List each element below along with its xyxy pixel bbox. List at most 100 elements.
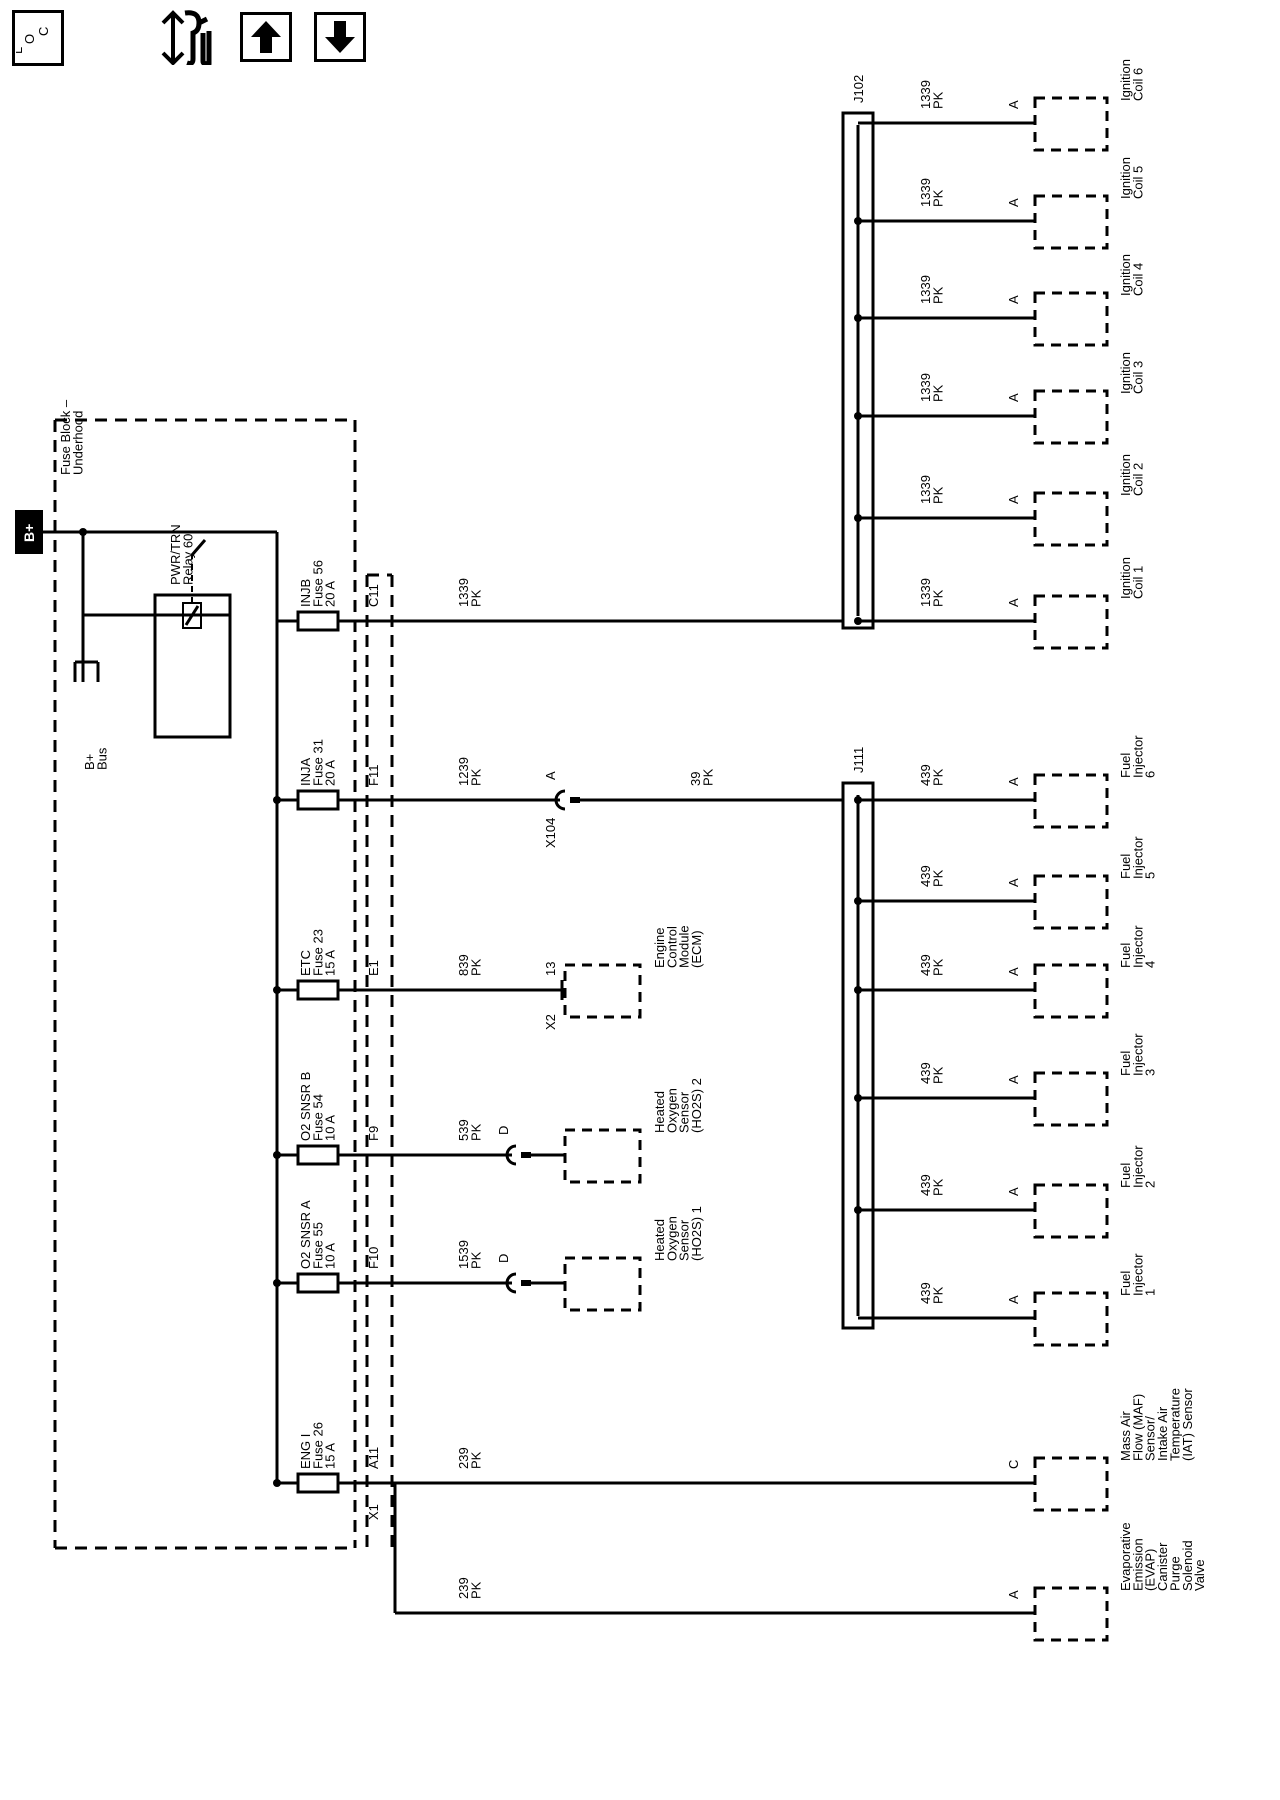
fuel-injector-4-label: FuelInjector4 xyxy=(1118,925,1158,968)
ho2s-2-wire-label: 539PK xyxy=(456,1119,483,1141)
fuel-injector-6-label: FuelInjector6 xyxy=(1118,735,1158,778)
bplus-splice xyxy=(79,528,87,536)
fuel-injector-5-label: FuelInjector5 xyxy=(1118,836,1158,879)
ignition-coil-2-wire-label: 1339PK xyxy=(918,475,945,504)
j111-entry-dot xyxy=(854,796,862,804)
fuel-injector-1-pin-label: A xyxy=(1006,1295,1021,1304)
fuse-injb xyxy=(296,610,340,632)
bplus-bus-label: B+Bus xyxy=(82,747,109,770)
j102-splice-dot xyxy=(854,412,862,420)
ho2s-2-connector xyxy=(505,1144,517,1166)
ho2s-1-pin-label: D xyxy=(496,1254,511,1263)
fuse-label-etc: ETCFuse 2315 A xyxy=(298,929,338,976)
fuse-label-engi: ENG IFuse 2615 A xyxy=(298,1422,338,1469)
splice-j102-label: J102 xyxy=(851,75,866,103)
component-locator-button[interactable] xyxy=(155,10,225,65)
ho2s-1-box xyxy=(563,1256,642,1312)
relay-label: PWR/TRNRelay 60 xyxy=(168,524,195,585)
splice-j111 xyxy=(841,781,875,1330)
wire-label-maf: 239PK xyxy=(456,1447,483,1469)
ignition-coil-4-wire-label: 1339PK xyxy=(918,275,945,304)
ho2s-1-connector xyxy=(505,1272,517,1294)
loc-letter-c: C xyxy=(36,27,51,36)
terminal-label-o2a: F10 xyxy=(366,1247,381,1269)
ecm-box xyxy=(563,963,642,1019)
fuel-injector-3-wire-label: 439PK xyxy=(918,1062,945,1084)
ho2s-2-label: HeatedOxygenSensor(HO2S) 2 xyxy=(652,1078,704,1133)
fuse-bus-dot xyxy=(273,796,281,804)
fuel-injector-2-pin-label: A xyxy=(1006,1187,1021,1196)
fuel-injector-4-wire-label: 439PK xyxy=(918,954,945,976)
ignition-coil-5-pin-label: A xyxy=(1006,198,1021,207)
fuse-bus-dot xyxy=(273,1279,281,1287)
ho2s-2-connector-pin xyxy=(521,1152,531,1158)
splice-j102 xyxy=(841,111,875,630)
page-down-button[interactable] xyxy=(314,12,366,62)
ignition-coil-2-pin-label: A xyxy=(1006,495,1021,504)
fuel-injector-1-label: FuelInjector1 xyxy=(1118,1253,1158,1296)
x104-connector xyxy=(554,789,566,811)
fuse-label-inja: INJAFuse 3120 A xyxy=(298,739,338,786)
loc-letter-l: L xyxy=(16,47,25,54)
j102-splice-dot xyxy=(854,514,862,522)
wire-label-etc: 839PK xyxy=(456,954,483,976)
ho2s-1-label: HeatedOxygenSensor(HO2S) 1 xyxy=(652,1206,704,1261)
j102-entry-dot xyxy=(854,617,862,625)
fuel-injector-3-box xyxy=(1033,1071,1109,1127)
ho2s-1-connector-pin xyxy=(521,1280,531,1286)
fuel-injector-2-wire-label: 439PK xyxy=(918,1174,945,1196)
wire-label-injb: 1339PK xyxy=(456,578,483,607)
fuel-injector-5-box xyxy=(1033,874,1109,930)
evap-label: EvaporativeEmission(EVAP)CanisterPurgeSo… xyxy=(1118,1522,1207,1591)
fuel-injector-4-box xyxy=(1033,963,1109,1019)
fuse-label-o2a: O2 SNSR AFuse 5510 A xyxy=(298,1200,338,1269)
wire-label-evap: 239PK xyxy=(456,1577,483,1599)
fuse-engi xyxy=(296,1472,340,1494)
loc-letter-o: O xyxy=(22,34,37,44)
fuse-etc xyxy=(296,979,340,1001)
x1-label: X1 xyxy=(366,1504,381,1520)
ignition-coil-3-box xyxy=(1033,389,1109,445)
ignition-coil-5-box xyxy=(1033,194,1109,250)
terminal-label-o2b: F9 xyxy=(366,1126,381,1141)
wire-label-inja: 1239PK xyxy=(456,757,483,786)
arrow-up-icon xyxy=(251,21,281,53)
ignition-coil-1-pin-label: A xyxy=(1006,598,1021,607)
ecm-pin-label: 13 xyxy=(543,962,558,976)
fuse-bus-dot xyxy=(273,1151,281,1159)
fuel-injector-1-wire-label: 439PK xyxy=(918,1282,945,1304)
fuel-injector-5-wire-label: 439PK xyxy=(918,865,945,887)
terminal-label-etc: E1 xyxy=(366,960,381,976)
fuel-injector-3-pin-label: A xyxy=(1006,1075,1021,1084)
fuse-label-injb: INJBFuse 5620 A xyxy=(298,560,338,607)
terminal-label-inja: F11 xyxy=(366,765,381,786)
fuse-block-label: Fuse Block –Underhood xyxy=(58,399,85,475)
ecm-label: EngineControlModule(ECM) xyxy=(652,925,704,968)
j102-splice-dot xyxy=(854,314,862,322)
wire-label-inj-feed: 39PK xyxy=(688,768,715,786)
evap-box xyxy=(1033,1586,1109,1642)
terminal-label-injb: C11 xyxy=(366,584,381,607)
j111-splice-dot xyxy=(854,897,862,905)
page-up-button[interactable] xyxy=(240,12,292,62)
ignition-coil-4-box xyxy=(1033,291,1109,347)
j111-splice-dot xyxy=(854,986,862,994)
evap-pin-label: A xyxy=(1006,1590,1021,1599)
component-locator-icon xyxy=(161,10,212,65)
ignition-coil-1-label: IgnitionCoil 1 xyxy=(1118,557,1145,599)
fuel-injector-2-box xyxy=(1033,1183,1109,1239)
fuel-injector-6-pin-label: A xyxy=(1006,777,1021,786)
location-button[interactable]: L O C xyxy=(12,10,64,66)
relay-switch-arm xyxy=(190,539,207,556)
fuse-bus-dot xyxy=(273,1479,281,1487)
ignition-coil-5-wire-label: 1339PK xyxy=(918,178,945,207)
ho2s-2-pin-label: D xyxy=(496,1126,511,1135)
splice-j111-label: J111 xyxy=(851,747,866,773)
j111-splice-dot xyxy=(854,1094,862,1102)
fuse-o2a xyxy=(296,1272,340,1294)
fuel-injector-3-label: FuelInjector3 xyxy=(1118,1033,1158,1076)
fuel-injector-4-pin-label: A xyxy=(1006,967,1021,976)
battery-terminal xyxy=(15,510,43,554)
fuel-injector-6-box xyxy=(1033,773,1109,829)
